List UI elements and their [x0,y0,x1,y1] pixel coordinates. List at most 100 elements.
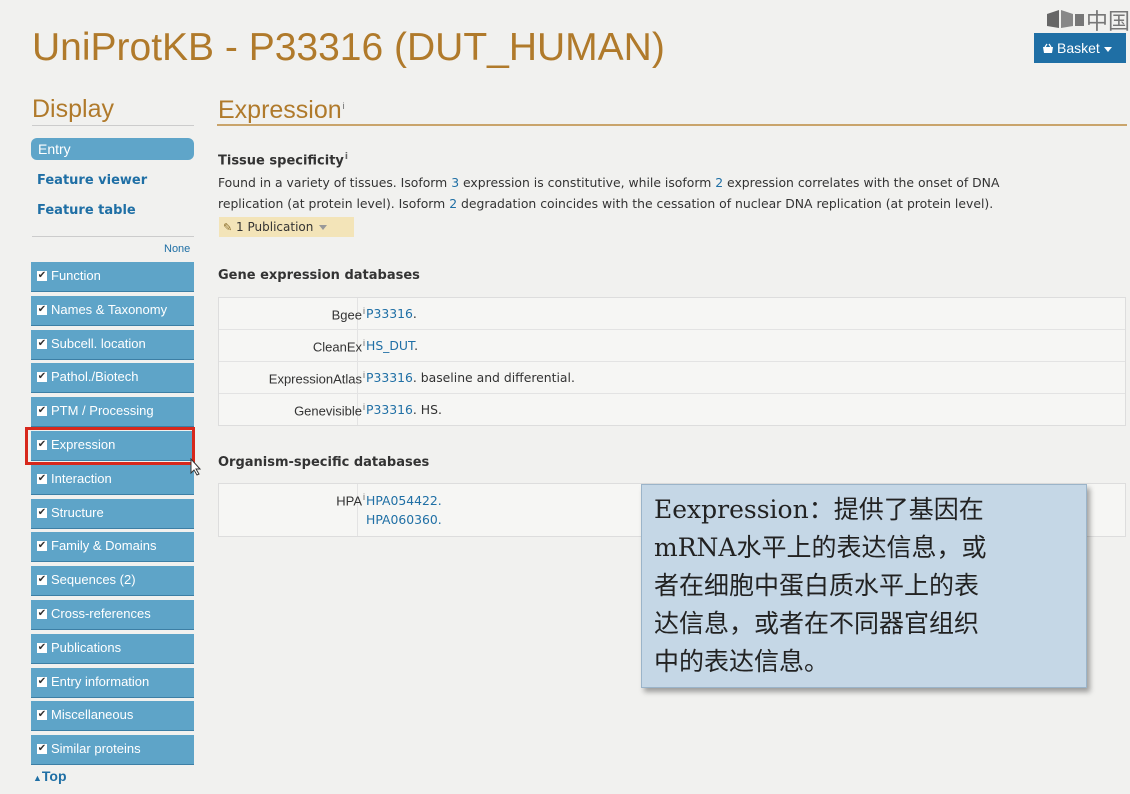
sidebar-heading: Display [32,95,114,123]
sidebar-section-miscellaneous[interactable]: ✔ Miscellaneous [31,701,194,731]
publication-dropdown[interactable]: ✎ 1 Publication [219,217,354,237]
sidebar-section-subcell-location[interactable]: ✔ Subcell. location [31,330,194,360]
annotation-line: mRNA水平上的表达信息，或 [654,533,987,562]
annotation-line: 达信息，或者在不同器官组织 [654,609,980,638]
sidebar-section-similar-proteins[interactable]: ✔ Similar proteins [31,735,194,765]
isoform-link[interactable]: 2 [715,175,724,190]
checkbox-icon[interactable]: ✔ [37,506,47,518]
sidebar-section-label: Names & Taxonomy [51,302,168,317]
logo-text: 中国 [1086,10,1130,35]
mouse-cursor-icon [190,458,202,476]
db-link[interactable]: P33316 [366,306,413,321]
info-icon[interactable]: i [363,306,365,316]
sidebar-section-ptm-processing[interactable]: ✔ PTM / Processing [31,397,194,427]
sidebar-section-pathol-biotech[interactable]: ✔ Pathol./Biotech [31,363,194,393]
info-icon[interactable]: i [363,492,365,502]
sidebar-entry-tab[interactable]: Entry [31,138,194,160]
sidebar-section-interaction[interactable]: ✔ Interaction [31,465,194,495]
back-to-top-link[interactable]: ▲Top [33,768,67,784]
tissue-specificity-heading: Tissue specificityi [218,152,348,169]
checkbox-icon[interactable]: ✔ [37,337,47,349]
annotation-line: Eexpression：提供了基因在 [654,495,984,524]
checkbox-icon[interactable]: ✔ [37,303,47,315]
sidebar-section-label: Expression [51,437,116,452]
divider [32,236,194,237]
checkbox-icon[interactable]: ✔ [37,269,47,281]
db-name: CleanExi [312,338,365,355]
checkbox-icon[interactable]: ✔ [37,404,47,416]
checkbox-icon[interactable]: ✔ [37,607,47,619]
checkbox-icon[interactable]: ✔ [37,438,47,450]
isoform-link[interactable]: 3 [451,175,460,190]
feature-viewer-link[interactable]: Feature viewer [37,173,148,188]
db-name: Bgeei [331,306,365,323]
checkbox-icon[interactable]: ✔ [37,641,47,653]
sidebar-section-structure[interactable]: ✔ Structure [31,499,194,529]
checkbox-icon[interactable]: ✔ [37,708,47,720]
page-title: UniProtKB - P33316 (DUT_HUMAN) [32,26,665,69]
db-value: P33316. HS. [366,402,442,417]
sidebar-section-label: PTM / Processing [51,403,154,418]
info-icon[interactable]: i [342,100,345,111]
sidebar-section-expression[interactable]: ✔ Expression [31,431,194,461]
sidebar-section-label: Similar proteins [51,741,141,756]
db-link[interactable]: HPA054422. [366,493,442,508]
sidebar-section-label: Miscellaneous [51,707,134,722]
sidebar-section-names-taxonomy[interactable]: ✔ Names & Taxonomy [31,296,194,326]
annotation-callout: Eexpression：提供了基因在 mRNA水平上的表达信息，或者在细胞中蛋白质… [641,484,1087,688]
tissue-text-line-1: Found in a variety of tissues. Isoform 3… [218,175,1000,190]
sidebar-section-label: Subcell. location [51,336,146,351]
sidebar-section-label: Family & Domains [51,538,157,553]
annotation-line: 者在细胞中蛋白质水平上的表 [654,571,980,600]
db-link[interactable]: P33316 [366,370,413,385]
sidebar-section-label: Interaction [51,471,112,486]
sidebar-section-label: Cross-references [51,606,151,621]
select-none-link[interactable]: None [164,243,191,255]
checkbox-icon[interactable]: ✔ [37,539,47,551]
isoform-link[interactable]: 2 [449,196,458,211]
info-icon[interactable]: i [344,152,348,162]
arrow-up-icon: ▲ [33,773,42,783]
sidebar-section-function[interactable]: ✔ Function [31,262,194,292]
db-value: P33316. baseline and differential. [366,370,575,385]
gene-expression-db-heading: Gene expression databases [218,268,420,283]
info-icon[interactable]: i [363,338,365,348]
sidebar-section-entry-information[interactable]: ✔Entry information [31,668,194,698]
annotation-line: 中的表达信息。 [654,647,830,676]
db-link[interactable]: HS_DUT [366,338,415,353]
sidebar-section-label: Function [51,268,101,283]
info-icon[interactable]: i [363,370,365,380]
checkbox-icon[interactable]: ✔ [37,370,47,382]
tag-icon: ✎ [223,221,233,234]
divider [357,330,358,361]
sidebar-section-publications[interactable]: ✔Publications [31,634,194,664]
sidebar-section-label: Structure [51,505,104,520]
checkbox-icon[interactable]: ✔ [37,742,47,754]
db-link[interactable]: HPA060360. [366,512,442,527]
sidebar-section-sequences-2[interactable]: ✔ Sequences (2) [31,566,194,596]
checkbox-icon[interactable]: ✔ [37,472,47,484]
sidebar-section-family-domains[interactable]: ✔ Family & Domains [31,532,194,562]
db-value: HPA054422. HPA060360. [366,491,442,529]
checkbox-icon[interactable]: ✔ [37,573,47,585]
sidebar-section-cross-references[interactable]: ✔ Cross-references [31,600,194,630]
sidebar-section-label: Pathol./Biotech [51,369,139,384]
sidebar-section-label: Sequences (2) [51,572,136,587]
divider [32,125,194,126]
expression-highlight [25,427,195,465]
checkbox-icon[interactable]: ✔ [37,675,47,687]
feature-table-link[interactable]: Feature table [37,203,136,218]
info-icon[interactable]: i [363,402,365,412]
db-link[interactable]: P33316 [366,402,413,417]
chevron-down-icon [319,225,328,230]
divider [357,484,358,536]
db-value: P33316. [366,306,417,321]
basket-button[interactable]: Basket [1034,33,1126,63]
db-value: HS_DUT. [366,338,419,353]
tissue-text-line-2: replication (at protein level). Isoform … [218,196,994,211]
